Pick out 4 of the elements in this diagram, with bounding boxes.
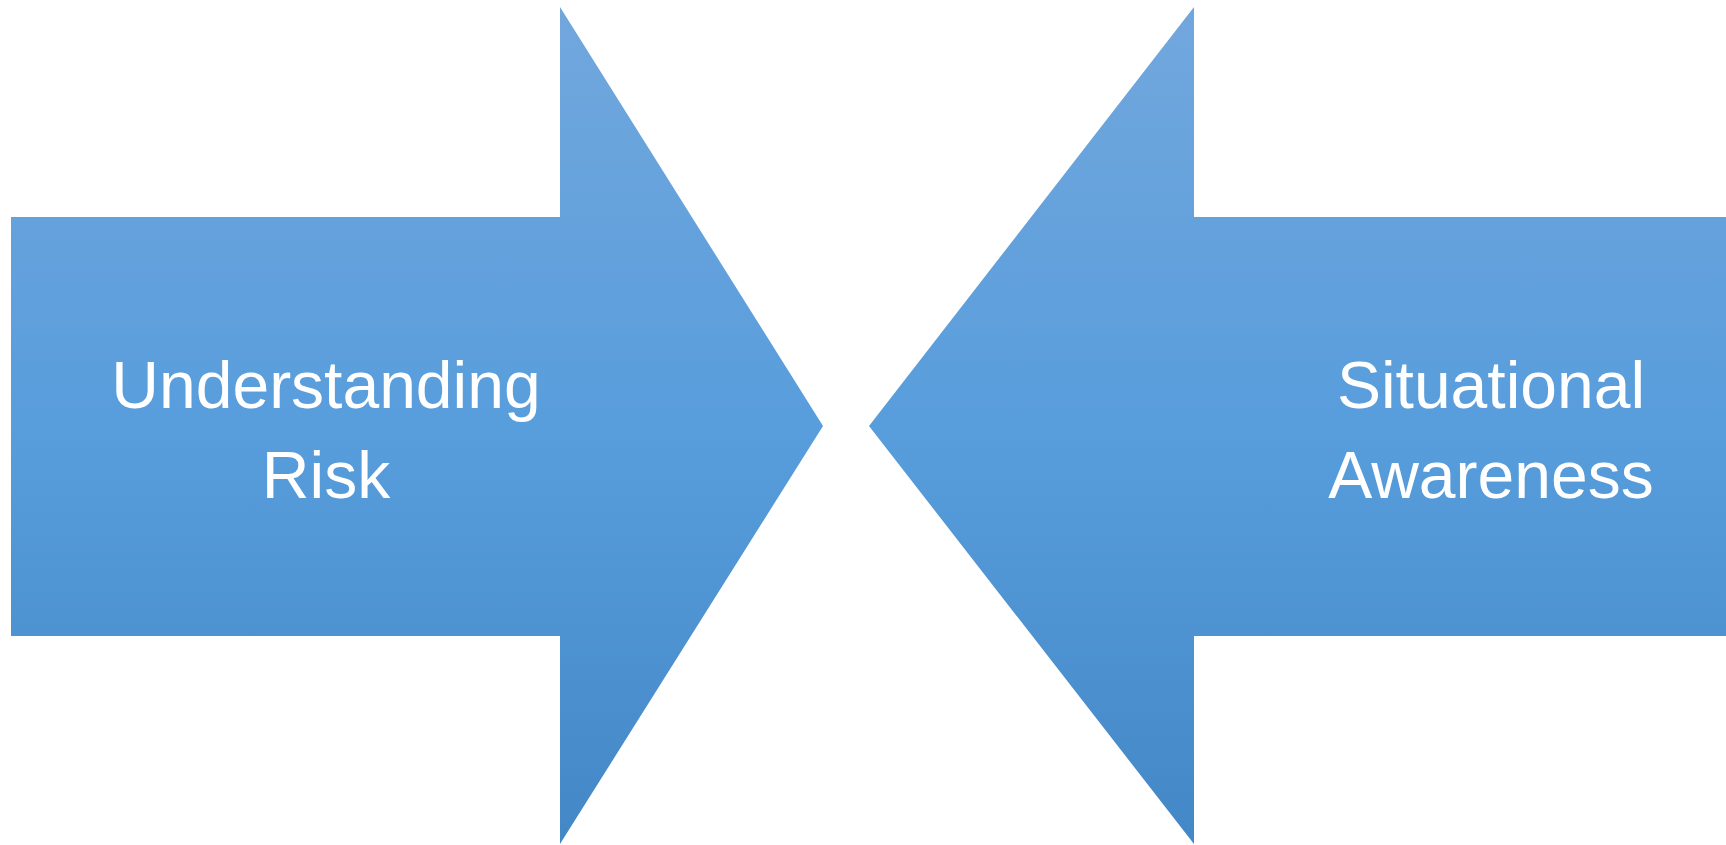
arrow-label: Situational Awareness: [1327, 347, 1655, 514]
arrow-label: Understanding Risk: [110, 347, 542, 514]
right-arrow-shape: [11, 7, 824, 844]
left-arrow-shape: [869, 7, 1726, 844]
